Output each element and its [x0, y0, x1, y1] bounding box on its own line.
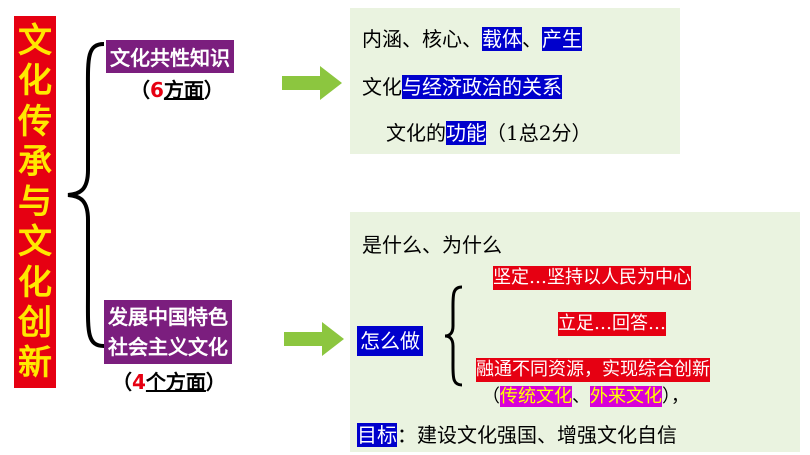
bottom-box-line-1: 是什么、为什么 [362, 233, 502, 257]
arrow-top-icon [282, 66, 342, 100]
how-item-4: （传统文化、外来文化）， [482, 386, 689, 407]
vertical-title: 文 化 传 承 与 文 化 创 新 [14, 16, 56, 388]
top-box-line-2: 文化与经济政治的关系 [362, 75, 562, 99]
how-item-1: 坚定…坚持以人民为中心 [493, 266, 691, 290]
branch-bottom-label: 发展中国特色 社会主义文化 [104, 300, 232, 364]
goal-label: 目标 [357, 423, 397, 447]
title-char: 化 [18, 262, 52, 303]
title-char: 化 [18, 61, 52, 102]
how-brace [444, 285, 463, 387]
title-char: 新 [18, 343, 52, 383]
goal-line: 目标：建设文化强国、增强文化自信 [357, 423, 677, 447]
top-box-line-1: 内涵、核心、载体、产生 [362, 27, 582, 51]
branch-bottom-count: （4个方面） [112, 370, 226, 394]
how-item-3: 融通不同资源，实现综合创新 [476, 358, 710, 382]
branch-top-count: （6方面） [130, 78, 224, 102]
title-char: 文 [18, 222, 52, 263]
title-char: 承 [18, 141, 52, 182]
how-item-2: 立足…回答… [558, 312, 666, 336]
branch-top-label: 文化共性知识 [106, 40, 234, 73]
title-char: 传 [18, 101, 52, 142]
arrow-bottom-icon [284, 322, 344, 356]
top-box-line-3: 文化的功能（1总2分） [386, 121, 592, 145]
how-label: 怎么做 [357, 326, 423, 356]
title-char: 与 [18, 182, 52, 222]
title-char: 创 [18, 302, 52, 343]
title-char: 文 [18, 21, 52, 61]
main-brace [67, 42, 105, 348]
